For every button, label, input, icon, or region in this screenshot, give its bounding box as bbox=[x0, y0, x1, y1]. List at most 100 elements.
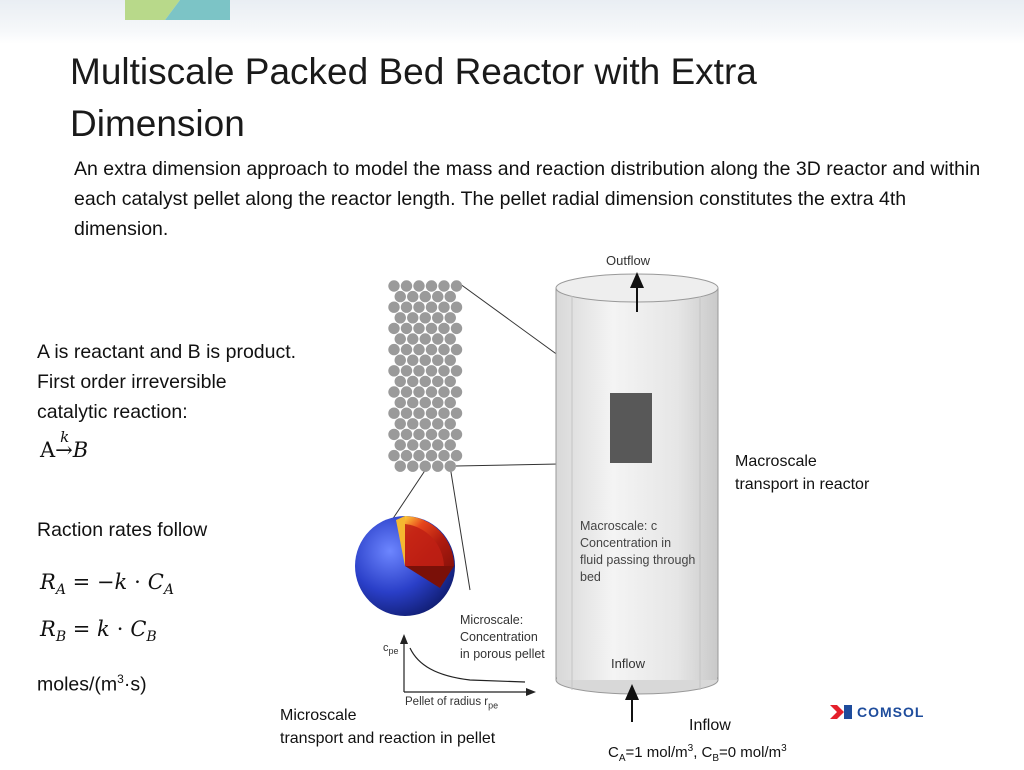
pellet-circle bbox=[413, 407, 425, 419]
pellet-circle bbox=[400, 322, 413, 335]
pellet-circle bbox=[407, 333, 419, 345]
pellet-circle bbox=[419, 312, 431, 324]
pellet-circle bbox=[394, 418, 406, 430]
eq-product: B bbox=[72, 438, 89, 462]
pellet-circle bbox=[388, 301, 400, 313]
inflow-boundary-conditions: CA=1 mol/m3, CB=0 mol/m3 bbox=[608, 743, 787, 764]
pellet-circle bbox=[394, 312, 406, 324]
comsol-logo-text: COMSOL bbox=[857, 704, 925, 720]
pellet-circle bbox=[444, 354, 456, 366]
zoom-line-top bbox=[455, 280, 611, 394]
pellet-circle bbox=[413, 386, 425, 398]
pellet-circle bbox=[388, 280, 400, 292]
comsol-logo-mark bbox=[830, 705, 852, 719]
pellet-circle bbox=[388, 386, 400, 398]
reaction-desc-line2: First order irreversible bbox=[37, 371, 227, 393]
pellet-circle bbox=[394, 333, 406, 345]
rates-heading: Raction rates follow bbox=[37, 519, 208, 541]
eq-arrow: → bbox=[55, 438, 73, 462]
pellet-circle bbox=[425, 407, 438, 419]
microscale-figure-text: Microscale: Concentration in porous pell… bbox=[460, 613, 545, 661]
pellet-circle bbox=[425, 322, 438, 335]
pellet-circle bbox=[388, 407, 400, 419]
pellet-circle bbox=[419, 396, 431, 409]
pellet-circle bbox=[400, 428, 413, 441]
pellet-circle bbox=[413, 428, 425, 441]
pellet-circle bbox=[413, 343, 425, 356]
header-bar bbox=[0, 0, 1024, 44]
pellet-circle bbox=[432, 290, 444, 303]
rate-units: moles/(m3·s) bbox=[37, 672, 147, 696]
pellet-circle bbox=[444, 439, 456, 451]
zoom-line-sphere-right bbox=[449, 465, 471, 591]
pellet-circle bbox=[407, 396, 419, 409]
pellet-circle bbox=[407, 375, 419, 388]
pellet-circle bbox=[400, 407, 413, 419]
zoom-line-bottom bbox=[455, 462, 611, 467]
reaction-desc-line3: catalytic reaction: bbox=[37, 401, 188, 423]
pellet-circle bbox=[419, 439, 431, 451]
pellet-circle bbox=[432, 439, 444, 451]
pellet-circle bbox=[407, 439, 419, 451]
pellet-circle bbox=[450, 365, 463, 377]
inflow-caption-title: Inflow bbox=[689, 717, 731, 734]
pellet-circle bbox=[388, 365, 400, 377]
microscale-caption: Microscale transport and reaction in pel… bbox=[280, 707, 496, 747]
pellet-circle bbox=[419, 375, 431, 388]
pellet-circle bbox=[400, 449, 413, 462]
pellet-circle bbox=[407, 290, 419, 303]
pellet-circle bbox=[438, 280, 450, 292]
pellet-circle bbox=[450, 428, 463, 441]
pellet-circle bbox=[432, 418, 444, 430]
pellet-circle bbox=[407, 418, 419, 430]
pellet-circle bbox=[432, 333, 444, 345]
pellet-circle bbox=[400, 343, 413, 356]
pellet-circle bbox=[432, 312, 444, 324]
pellet-circle bbox=[444, 290, 456, 303]
pellet-circle bbox=[419, 418, 431, 430]
pellet-circle bbox=[444, 396, 456, 409]
pellet-circle bbox=[425, 343, 438, 356]
pellet-circle bbox=[432, 354, 444, 366]
pellet-circle bbox=[394, 460, 406, 472]
pellet-circle bbox=[444, 312, 456, 324]
pellet-circle bbox=[432, 460, 444, 472]
pellet-circle bbox=[450, 407, 463, 419]
pellet-circle bbox=[450, 343, 463, 356]
pellet-circle bbox=[407, 354, 419, 366]
header-logo-graphic bbox=[125, 0, 230, 20]
catalyst-pellet-sphere bbox=[355, 516, 455, 616]
pellet-circle bbox=[394, 354, 406, 366]
pellet-circle bbox=[413, 280, 425, 292]
pellet-radius-axis-label: Pellet of radius rpe bbox=[405, 696, 499, 711]
pellet-circle bbox=[419, 290, 431, 303]
pellet-circle bbox=[407, 460, 419, 472]
pellet-circle bbox=[407, 312, 419, 324]
pellet-circle bbox=[450, 386, 463, 398]
pellet-circle bbox=[413, 449, 425, 462]
macroscale-highlight-box bbox=[610, 393, 652, 463]
outflow-label: Outflow bbox=[606, 253, 651, 268]
pellet-circle bbox=[432, 396, 444, 409]
eq-rate-constant: k bbox=[60, 428, 70, 446]
reaction-desc-line1: A is reactant and B is product. bbox=[37, 341, 297, 363]
pellet-circle bbox=[400, 386, 413, 398]
pellet-circle bbox=[419, 333, 431, 345]
pellet-circle bbox=[388, 428, 400, 441]
pellet-circle bbox=[444, 418, 456, 430]
pellet-circle bbox=[394, 290, 406, 303]
pellet-circle bbox=[413, 301, 425, 313]
pellet-circle bbox=[438, 386, 450, 398]
pellet-circle bbox=[425, 449, 438, 462]
macroscale-caption: Macroscale transport in reactor bbox=[735, 453, 870, 493]
inflow-cyl-label: Inflow bbox=[611, 656, 645, 671]
macroscale-in-cylinder-text: Macroscale: c Concentration in fluid pas… bbox=[580, 519, 696, 584]
intro-paragraph: An extra dimension approach to model the… bbox=[74, 158, 981, 240]
pellet-circle bbox=[425, 280, 438, 292]
pellet-circle bbox=[438, 343, 450, 356]
pellet-circle bbox=[400, 280, 413, 292]
pellet-circle bbox=[438, 301, 450, 313]
slide-title: Multiscale Packed Bed Reactor with Extra… bbox=[70, 51, 757, 144]
pellet-circle bbox=[394, 396, 406, 409]
